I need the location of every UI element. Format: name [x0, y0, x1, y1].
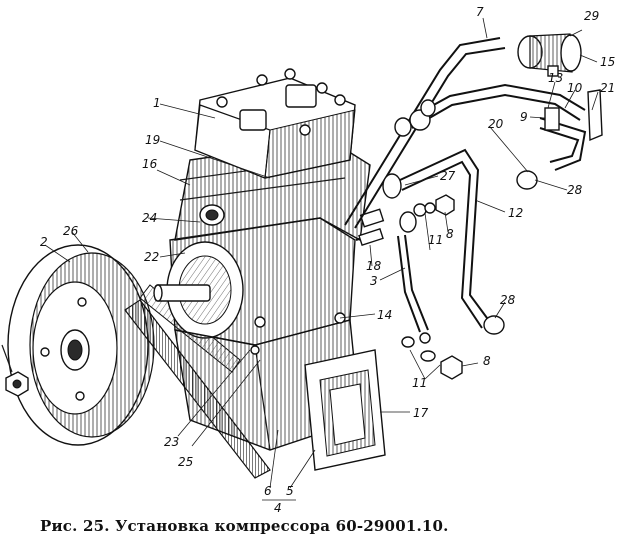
callout-12: 12: [508, 206, 523, 220]
callout-19: 19: [145, 133, 160, 147]
callout-11-lower: 11: [412, 376, 427, 390]
callout-1: 1: [153, 96, 161, 110]
callout-13: 13: [548, 71, 563, 85]
pulley: [7, 244, 155, 446]
callout-18: 18: [366, 259, 382, 273]
callout-3: 3: [370, 274, 378, 288]
callout-27: 27: [440, 169, 456, 183]
callout-labels: 1 2 26 3 7 8 8 9 10 11 11 12 13 14 15 16…: [40, 5, 615, 515]
middle-fittings: [355, 194, 455, 247]
callout-6: 6: [264, 484, 272, 498]
callout-10: 10: [567, 81, 583, 95]
mounting-flange: [304, 349, 386, 471]
callout-4: 4: [274, 501, 282, 515]
callout-25: 25: [178, 455, 193, 469]
callout-20: 20: [488, 117, 504, 131]
callout-2: 2: [40, 235, 48, 249]
pipe-12: [382, 148, 505, 335]
callout-29: 29: [584, 9, 599, 23]
fitting-nut-lower: [440, 355, 463, 380]
callout-7: 7: [476, 5, 484, 19]
callout-15: 15: [600, 55, 615, 69]
callout-9: 9: [520, 110, 528, 124]
callout-21: 21: [600, 81, 615, 95]
callout-8-lower: 8: [483, 354, 491, 368]
callout-11-upper: 11: [428, 233, 443, 247]
callout-22: 22: [144, 250, 159, 264]
callout-8-upper: 8: [446, 227, 454, 241]
callout-28-lower: 28: [500, 293, 516, 307]
callout-26: 26: [63, 224, 79, 238]
callout-14: 14: [377, 308, 392, 322]
callout-24: 24: [142, 211, 157, 225]
pipe-7: [344, 37, 506, 229]
hose-clamp: [517, 33, 582, 77]
callout-5: 5: [286, 484, 294, 498]
discharge-pipe: [397, 211, 436, 362]
callout-16: 16: [142, 157, 158, 171]
pulley-nut: [1, 344, 29, 397]
figure-caption: Рис. 25. Установка компрессора 60-29001.…: [40, 517, 449, 535]
pipe-20-fitting: [394, 99, 436, 137]
leader-lines: [44, 17, 599, 501]
cylinder-head: [194, 68, 356, 179]
callout-17: 17: [413, 406, 429, 420]
callout-23: 23: [164, 435, 179, 449]
callout-28-upper: 28: [567, 183, 583, 197]
